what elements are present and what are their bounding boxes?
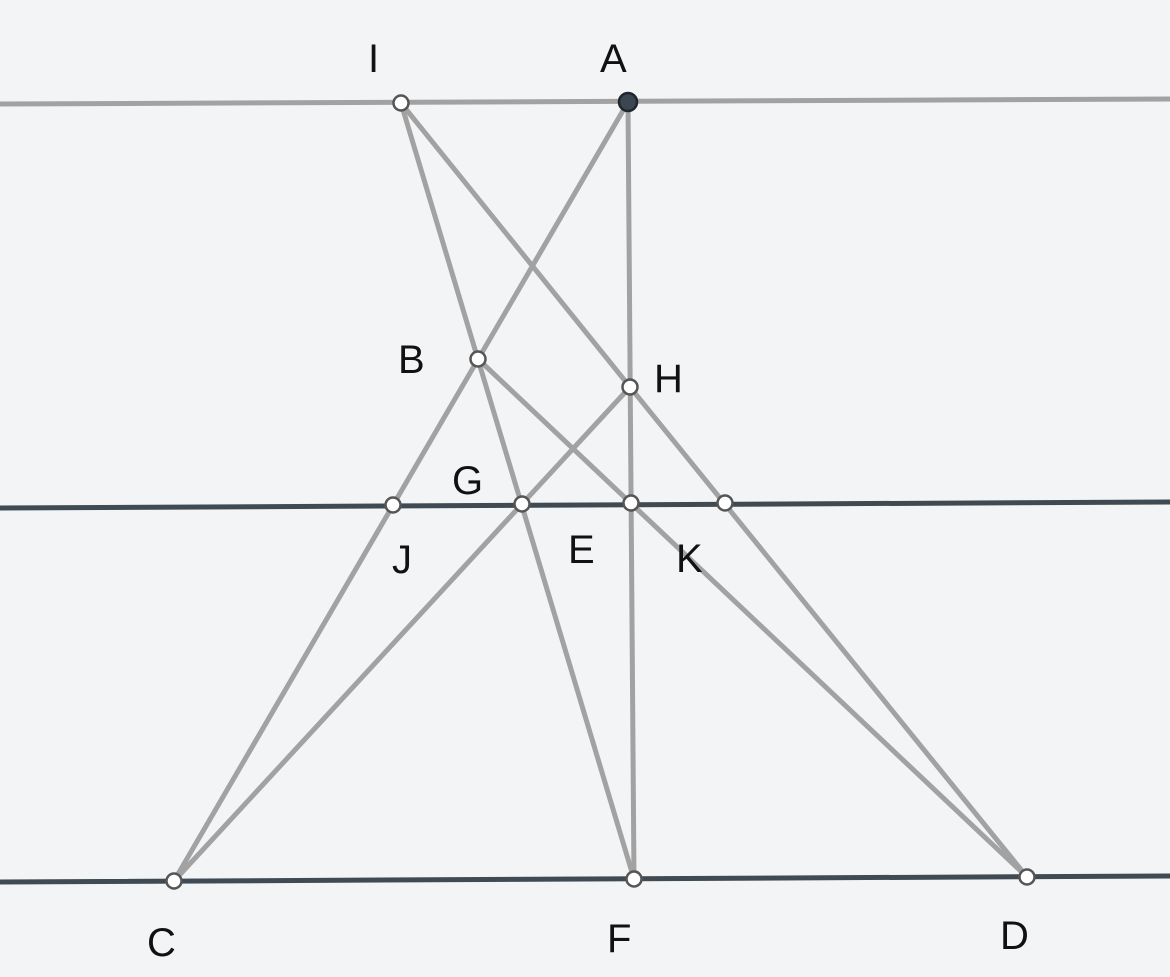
- label-A: A: [600, 37, 627, 81]
- point-F[interactable]: [625, 870, 643, 888]
- label-B: B: [398, 338, 425, 382]
- point-I[interactable]: [392, 94, 410, 112]
- line-through-J-G-E-K: [0, 499, 1170, 511]
- point-G[interactable]: [513, 495, 531, 513]
- point-K[interactable]: [716, 494, 734, 512]
- label-C: C: [147, 921, 176, 965]
- segment-H-D: [627, 384, 1030, 880]
- point-E[interactable]: [622, 494, 640, 512]
- label-J: J: [392, 538, 412, 582]
- label-G: G: [452, 459, 483, 503]
- segment-I-H: [398, 100, 633, 390]
- label-D: D: [1000, 914, 1029, 958]
- label-I: I: [368, 37, 379, 81]
- label-E: E: [568, 528, 595, 572]
- point-B[interactable]: [469, 350, 487, 368]
- line-through-I-A: [0, 96, 1170, 107]
- segment-B-D: [475, 356, 1030, 880]
- point-D[interactable]: [1018, 868, 1036, 886]
- point-A[interactable]: [617, 91, 639, 113]
- label-K: K: [676, 537, 703, 581]
- point-C[interactable]: [165, 872, 183, 890]
- segment-A-F: [625, 99, 637, 882]
- segment-I-F: [398, 100, 637, 882]
- point-J[interactable]: [384, 496, 402, 514]
- label-F: F: [607, 917, 631, 961]
- segment-H-C: [171, 384, 633, 884]
- labels-layer: I A B H G E J K C F D: [147, 37, 1029, 965]
- points-layer: [165, 91, 1036, 890]
- segment-A-C: [171, 99, 631, 884]
- point-H[interactable]: [621, 378, 639, 396]
- line-through-C-F-D: [0, 873, 1170, 885]
- label-H: H: [654, 357, 683, 401]
